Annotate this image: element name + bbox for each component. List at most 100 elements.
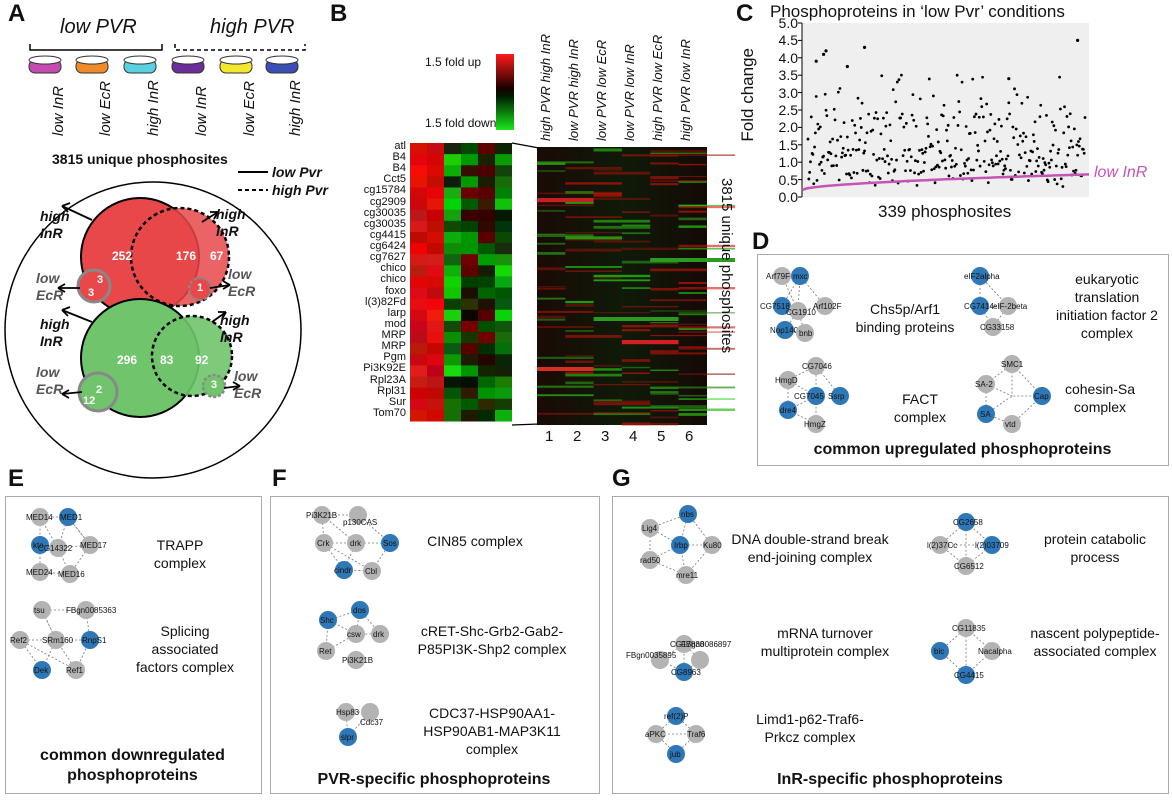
heatmap-cell [444, 176, 461, 188]
network-node [11, 631, 29, 649]
heatmap-cell [461, 320, 478, 333]
scatter-point [874, 111, 878, 114]
heatmap-cell [461, 243, 478, 255]
heatmap-cell [444, 398, 461, 411]
panel-e-bottom-title: common downregulated phosphoproteins [40, 747, 225, 784]
scatter-point [878, 177, 882, 180]
scatter-point [1065, 115, 1069, 118]
panel-b-label: B [330, 0, 348, 27]
venn-up-f: 1 [197, 282, 204, 294]
heatmap-cell [444, 332, 461, 344]
scatter-point [837, 178, 841, 182]
heatmap-cell [495, 265, 512, 277]
network-node-label: Cbl [365, 567, 378, 576]
scatter-point [1063, 162, 1067, 166]
heatmap-cell [410, 365, 427, 378]
scatter-point [915, 184, 919, 187]
scatter-point [956, 124, 960, 127]
scatter-point [925, 116, 929, 120]
network-node [67, 661, 85, 679]
scatter-point [1078, 137, 1082, 141]
venn-down-f: 3 [211, 379, 218, 391]
venn-up-a: 252 [112, 249, 133, 263]
heatmap-cell [478, 343, 495, 355]
network-node [1003, 355, 1021, 373]
scatter-point [964, 125, 968, 128]
scatter-point [934, 165, 938, 169]
network-node [317, 642, 335, 660]
network-node-label: rad50 [640, 556, 661, 565]
network-node-label: CG7414 [964, 302, 994, 311]
scatter-point [932, 167, 936, 171]
scatter-point [1040, 172, 1044, 175]
scatter-point [1047, 161, 1051, 165]
panel-a-label: A [8, 0, 26, 27]
scatter-point [922, 161, 926, 164]
heatmap-cell [427, 409, 444, 422]
scatter-point [838, 87, 842, 90]
network-node [677, 566, 695, 584]
scatter-point [990, 161, 994, 165]
network-node-label: CG7046 [802, 362, 832, 371]
scatter-point [967, 157, 971, 160]
network-node-label: CG4415 [954, 671, 984, 680]
y-tick-label: 4.5 [778, 32, 798, 49]
scatter-point [984, 170, 988, 174]
scatter-point [981, 115, 985, 119]
scatter-point [860, 101, 864, 105]
heatmap-cell [427, 187, 444, 200]
scatter-point [1064, 165, 1068, 169]
gene-label: l(3)82Fd [365, 295, 406, 308]
scatter-point [988, 128, 992, 132]
gene-label: Pi3K92E [363, 362, 406, 375]
heatmap-cell [478, 154, 495, 166]
panel-c-label: C [736, 0, 754, 27]
heatmap-cell [478, 387, 495, 400]
d-complex-4-name: cohesin-Sa complex [1064, 381, 1136, 415]
heatmap-cell [427, 287, 444, 300]
network-node [647, 725, 665, 743]
network-node-label: Irbp [674, 541, 688, 550]
scatter-point [883, 160, 887, 163]
network-node [31, 536, 49, 554]
heatmap-cell [461, 332, 478, 344]
venn-down-a: 296 [117, 353, 138, 367]
scatter-point [1052, 124, 1056, 128]
scatter-point [1054, 164, 1058, 168]
heatmap-cell [410, 143, 427, 155]
scatter-point [872, 116, 876, 120]
scatter-point [1004, 167, 1007, 171]
network-node-label: bnb [799, 329, 813, 338]
heatmap-cell [461, 220, 478, 233]
scatter-point [918, 148, 921, 152]
scatter-point [823, 92, 827, 96]
heatmap-cell [461, 365, 478, 378]
scatter-point [962, 172, 966, 175]
heatmap-cell [461, 154, 478, 166]
scatter-point [920, 148, 924, 152]
scatter-point [846, 148, 850, 152]
scatter-point [980, 105, 984, 109]
network-node-label: Cdc37 [360, 718, 384, 727]
network-node [31, 508, 49, 526]
scatter-point [820, 169, 824, 172]
scatter-point [824, 108, 828, 112]
scatter-point [987, 163, 991, 167]
scatter-point [1000, 124, 1003, 128]
gene-label: MRP [381, 340, 406, 353]
scatter-point [1034, 170, 1038, 173]
scatter-point [875, 158, 879, 162]
scatter-point [990, 158, 993, 162]
label-high-inr-4: high InR [220, 312, 250, 345]
network-node [61, 565, 79, 583]
heatmap-column-number: 1 [545, 428, 554, 445]
network-node-label: Lig4 [642, 524, 658, 533]
scatter-point [998, 159, 1002, 163]
scatter-point [1041, 157, 1045, 160]
scatter-point [1053, 178, 1057, 181]
venn-down-b: 83 [160, 353, 174, 367]
y-tick-label: 3.0 [778, 84, 798, 101]
scatter-point [1069, 139, 1073, 143]
heatmap-cell [495, 198, 512, 211]
scatter-point [819, 160, 823, 164]
